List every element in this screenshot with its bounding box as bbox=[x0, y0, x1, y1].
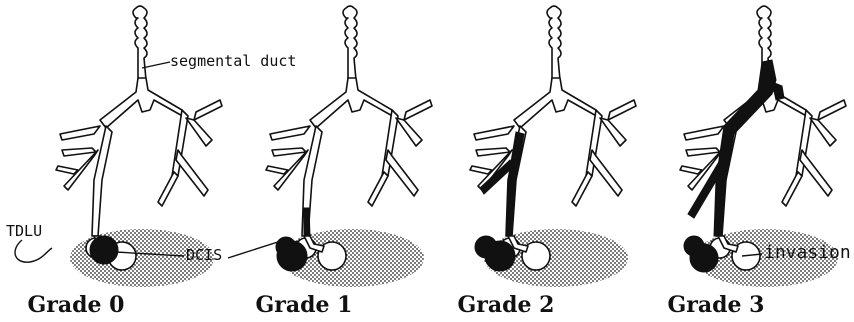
dcis-leader-right bbox=[228, 240, 284, 258]
dcis-lesion bbox=[690, 244, 718, 272]
grade-2-caption: Grade 2 bbox=[458, 292, 555, 318]
segmental-duct-leader bbox=[142, 62, 170, 68]
grade-3-caption: Grade 3 bbox=[668, 292, 765, 318]
tdlu-leader bbox=[15, 240, 52, 262]
panel-grade-2 bbox=[470, 6, 636, 287]
dcis-label: DCIS bbox=[186, 246, 222, 264]
grade-1-caption: Grade 1 bbox=[256, 292, 353, 318]
dcis-lesion bbox=[277, 241, 307, 271]
tdlu-label: TDLU bbox=[6, 222, 42, 240]
dcis-lesion bbox=[90, 236, 118, 264]
panel-grade-1 bbox=[266, 6, 432, 287]
dcis-lesion bbox=[485, 241, 515, 271]
ductal-fill bbox=[714, 60, 776, 236]
panel-grade-0 bbox=[56, 6, 222, 287]
invasion-label: invasion bbox=[764, 242, 851, 263]
segmental-duct-label: segmental duct bbox=[170, 52, 296, 70]
ductal-fill bbox=[506, 132, 524, 236]
grade-0-caption: Grade 0 bbox=[28, 292, 125, 318]
ductal-fill bbox=[304, 208, 310, 236]
